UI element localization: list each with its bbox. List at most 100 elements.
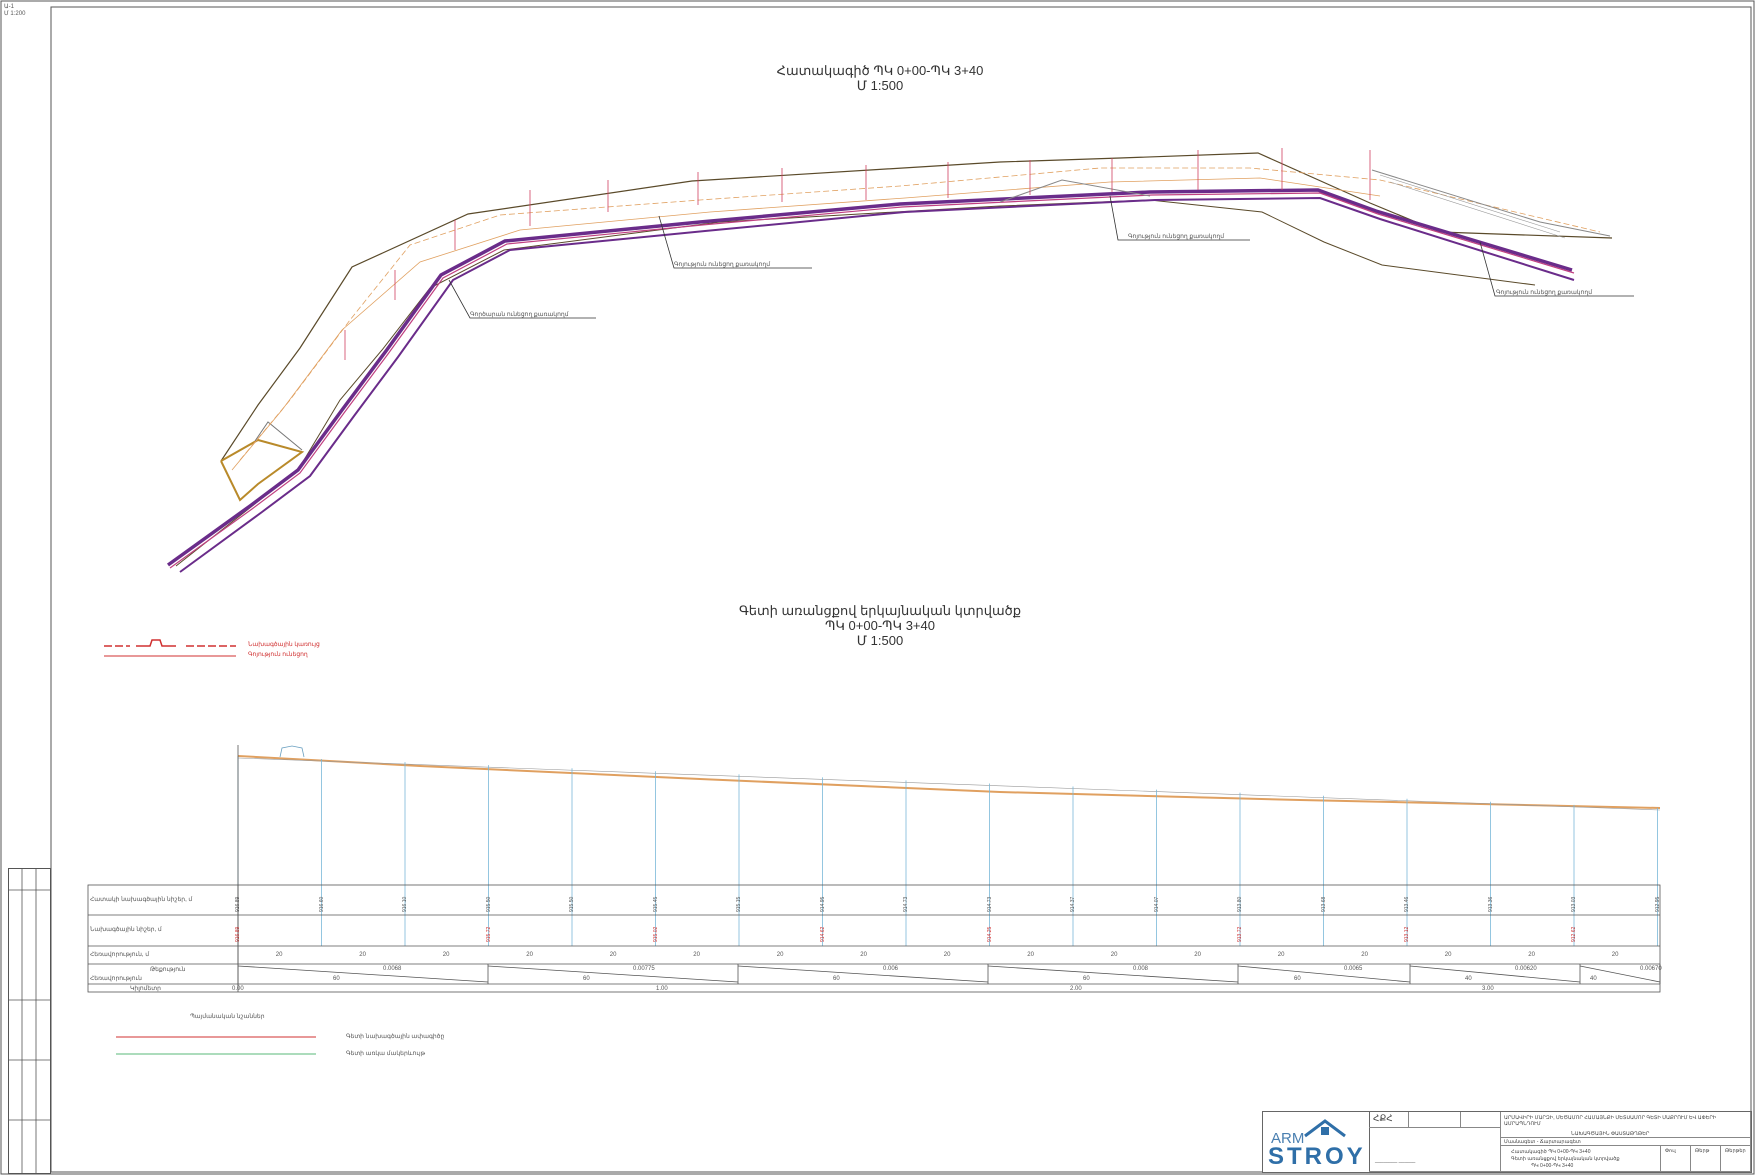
stamp-code-cell: ՀՔՀ	[1369, 1112, 1409, 1128]
slope-length: 60	[833, 976, 840, 982]
slope-diagonal	[987, 965, 1239, 983]
sheet-corner-label: Ա-1 Մ 1:200	[4, 4, 25, 18]
distance-label: 20	[1194, 952, 1201, 958]
top-legend-item2: Գոյություն ունեցող	[248, 652, 308, 658]
distance-label: 20	[693, 952, 700, 958]
design-mark-label: 914.25	[986, 926, 993, 942]
stamp-sheets-cell: Թերթեր	[1721, 1146, 1751, 1172]
stamp-code: ՀՔՀ	[1373, 1113, 1393, 1123]
stamp-stage: Փուլ	[1665, 1148, 1676, 1154]
design-mark-label: 915.72	[485, 926, 492, 942]
slope-length: 60	[1294, 976, 1301, 982]
slope-diagonal	[1237, 965, 1411, 983]
callout-3: Գոյություն ունեցող քառակողմ	[1128, 234, 1225, 240]
slope-value: 0.00775	[633, 966, 655, 972]
distance-label: 20	[609, 952, 617, 958]
bed-mark-label: 914.73	[986, 896, 993, 912]
row-label-slope: Թեքություն	[150, 967, 186, 973]
bed-mark-label: 912.95	[1654, 896, 1661, 912]
profile-title: Գետի առանցքով երկայնական կտրվածք ՊԿ 0+00…	[680, 603, 1080, 648]
distance-label: 20	[1611, 952, 1619, 958]
stamp-sheet-cell: Թերթ	[1691, 1146, 1721, 1172]
corner-line1: Ա-1	[4, 4, 14, 10]
distance-label: 20	[526, 952, 533, 958]
design-mark-label: 912.62	[1571, 926, 1577, 942]
title-block: ARM STROY ՀՔՀ ________ ______ ԱՐՄԱՎԻՐԻ Մ…	[1262, 1111, 1752, 1173]
design-mark-label: 914.62	[819, 926, 826, 942]
left-revision-strip	[8, 868, 51, 1174]
logo-arm-text: ARM	[1271, 1130, 1305, 1147]
distance-label: 20	[1528, 952, 1535, 958]
distance-label: 20	[1277, 952, 1285, 958]
profile-title-line1: Գետի առանցքով երկայնական կտրվածք	[738, 603, 1022, 618]
plan-title-line2: Մ 1:500	[856, 78, 904, 93]
bed-mark-label: 914.73	[903, 896, 909, 912]
plan-title: Հատակագիծ ՊԿ 0+00-ՊԿ 3+40 Մ 1:500	[700, 63, 1060, 93]
row-label-design: Նախագծային նիշեր, մ	[90, 927, 162, 933]
bed-mark-label: 914.95	[819, 896, 826, 912]
bed-mark-label: 915.50	[485, 896, 492, 912]
stamp-sheets: Թերթեր	[1725, 1148, 1746, 1154]
legend-item1: Գետի նախագծային ափագիծը	[346, 1034, 445, 1040]
slope-value: 0.0065	[1344, 966, 1363, 972]
km-mark: 0.00	[232, 986, 244, 992]
distance-label: 20	[943, 952, 951, 958]
stamp-sheet: Թերթ	[1695, 1148, 1710, 1154]
slope-diagonal	[487, 965, 739, 983]
slope-length: 40	[1590, 976, 1597, 982]
slope-diagonal	[737, 965, 989, 983]
legend-item2: Գետի առկա մակերևույթ	[346, 1051, 426, 1057]
distance-label: 20	[860, 952, 867, 958]
profile-verticals	[237, 756, 1658, 946]
logo-stroy-text: STROY	[1268, 1143, 1366, 1170]
slope-value: 0.0068	[383, 966, 402, 972]
distance-label: 20	[442, 952, 450, 958]
km-mark: 3.00	[1482, 986, 1494, 992]
distance-label: 20	[275, 952, 283, 958]
stamp-stage-cell: Փուլ	[1661, 1146, 1691, 1172]
row-label-distance: Հեռավորություն, մ	[90, 952, 150, 958]
design-mark-label: 916.89	[235, 926, 241, 942]
stamp-section: Մասնագետ - Ճարտարագետ	[1504, 1139, 1581, 1145]
bed-mark-label: 913.68	[1320, 896, 1327, 912]
bed-mark-label: 914.07	[1153, 896, 1160, 912]
slope-diagonal	[1409, 965, 1581, 983]
distance-label: 20	[1027, 952, 1034, 958]
bed-mark-label: 913.80	[1237, 896, 1243, 912]
top-legend-graphic	[104, 639, 236, 657]
slope-value: 0.00670	[1640, 966, 1662, 972]
company-logo: ARM STROY	[1263, 1112, 1370, 1172]
callout-4: Գոյություն ունեցող քառակողմ	[1496, 290, 1593, 296]
bed-mark-label: 913.36	[1487, 896, 1494, 912]
slope-value: 0.008	[1133, 966, 1149, 972]
slope-diagonal	[1579, 965, 1661, 983]
distance-label: 20	[359, 952, 366, 958]
stamp-sheet-title-3: ՊԿ 0+00-ՊԿ 3+40	[1531, 1163, 1574, 1169]
stamp-project-2: ՆԱԽԱԳԾԱՅԻՆ ՓԱՍՏԱԹՂԹԵՐ	[1571, 1131, 1650, 1137]
stamp-cell-a	[1409, 1112, 1461, 1128]
distance-label: 20	[1361, 952, 1368, 958]
legend-title: Պայմանական նշաններ	[190, 1014, 265, 1020]
stamp-sheet-title-2: Գետի առանցքով երկայնական կտրվածք	[1511, 1156, 1620, 1162]
km-mark: 2.00	[1070, 986, 1082, 992]
bed-mark-label: 914.37	[1070, 896, 1076, 912]
design-mark-label: 915.02	[652, 926, 659, 942]
km-mark: 1.00	[656, 986, 668, 992]
plan-view	[166, 148, 1634, 573]
stamp-project-cell: ԱՐՄԱՎԻՐԻ ՄԱՐԶԻ, ՄԵԾԱՄՈՐ ՀԱՄԱՅՆՔԻ ՄԵՏՍԱՄՈ…	[1501, 1112, 1751, 1138]
row-label-bed: Հատակի նախագծային նիշեր, մ	[90, 897, 193, 903]
slope-length: 60	[583, 976, 590, 982]
profile-title-line3: Մ 1:500	[856, 633, 904, 648]
bed-mark-label: 913.46	[1404, 896, 1410, 912]
distance-label: 20	[776, 952, 784, 958]
bed-mark-label: 915.50	[569, 896, 575, 912]
callout-2: Գոյություն ունեցող քառակողմ	[674, 262, 771, 268]
corner-line2: Մ 1:200	[4, 11, 26, 17]
callout-1: Գործարան ունեցող քառակողմ	[470, 312, 569, 318]
stamp-project-1: ԱՐՄԱՎԻՐԻ ՄԱՐԶԻ, ՄԵԾԱՄՈՐ ՀԱՄԱՅՆՔԻ ՄԵՏՍԱՄՈ…	[1504, 1115, 1717, 1127]
top-legend-item1: Նախագծային կառույց	[248, 642, 320, 648]
bed-mark-label: 915.15	[736, 896, 742, 912]
slope-length: 40	[1465, 976, 1472, 982]
design-mark-label: 913.12	[1404, 926, 1410, 942]
